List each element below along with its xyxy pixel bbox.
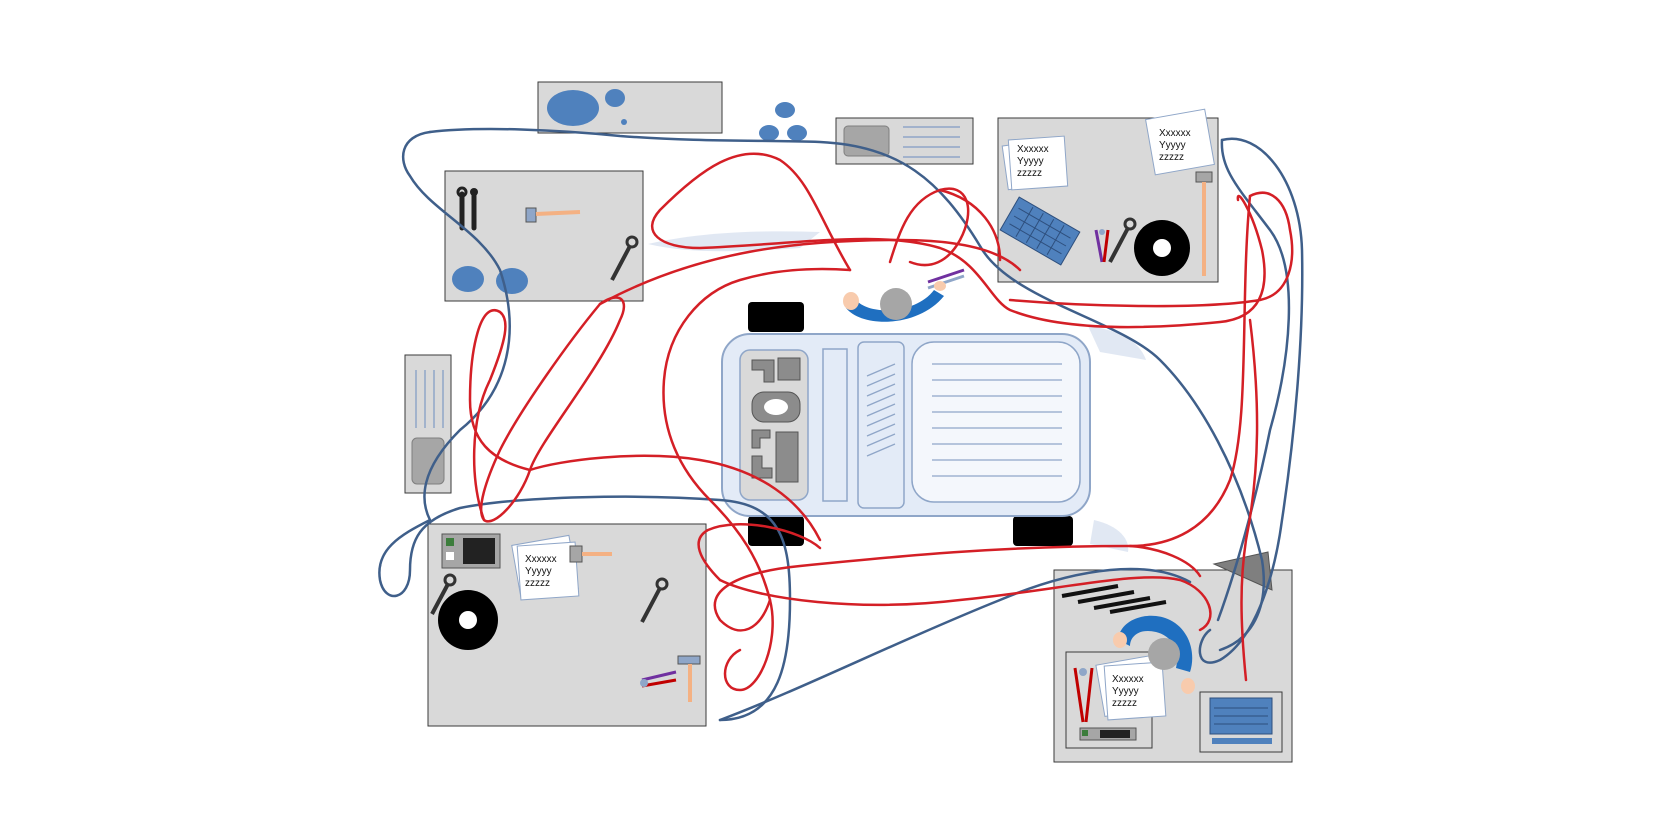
note-line-2: Yyyyy <box>1159 140 1186 151</box>
wheel-icon <box>1013 516 1073 546</box>
engine-compartment <box>739 349 809 501</box>
label-card-top <box>835 117 974 165</box>
workstation-lower-right: Xxxxxx Yyyyy zzzzz <box>1053 551 1293 763</box>
note-line-1: Xxxxxx <box>1017 144 1049 155</box>
tape-roll-icon <box>438 590 498 650</box>
note-line-3: zzzzz <box>1159 152 1184 163</box>
bench-upper-right: Xxxxxx Yyyyy zzzzz Xxxxxx Yyyyy zzzzz <box>997 108 1219 283</box>
note-line-3: zzzzz <box>1017 168 1042 179</box>
pliers-icon <box>640 670 677 688</box>
wrench-icon <box>610 235 639 281</box>
paper-note: Xxxxxx Yyyyy zzzzz <box>1001 135 1069 191</box>
wrench-icon <box>640 577 669 623</box>
paper-note: Xxxxxx Yyyyy zzzzz <box>1095 654 1167 721</box>
red-travel-paths <box>468 152 1294 692</box>
parts-tray-top <box>537 81 723 134</box>
paper-note: Xxxxxx Yyyyy zzzzz <box>1145 108 1215 176</box>
machine-panel-icon <box>441 533 501 569</box>
wrench-icon <box>430 573 457 615</box>
operator-lower-right-icon <box>1113 615 1195 694</box>
wheel-icon <box>748 516 804 546</box>
pliers-icon <box>1073 667 1094 723</box>
hammer-icon <box>1195 171 1213 276</box>
wrench-pair-icon <box>456 186 478 231</box>
laptop-icon <box>1209 697 1273 744</box>
pliers-icon <box>927 268 965 291</box>
wheel-icon <box>748 302 804 332</box>
hammer-icon <box>525 207 581 223</box>
machine-panel-icon <box>1079 727 1137 741</box>
rods-icon <box>1061 584 1167 614</box>
hammer-icon <box>677 655 701 702</box>
note-line-1: Xxxxxx <box>1159 128 1191 139</box>
note-line-2: Yyyyy <box>525 566 552 577</box>
note-line-2: Yyyyy <box>1112 686 1139 697</box>
label-card-left <box>404 354 452 494</box>
note-line-3: zzzzz <box>1112 698 1137 709</box>
hammer-icon <box>569 545 612 563</box>
note-line-2: Yyyyy <box>1017 156 1044 167</box>
seat-hatching <box>866 363 896 457</box>
note-line-1: Xxxxxx <box>525 554 557 565</box>
cargo-bed-lines <box>932 363 1062 477</box>
keyboard-icon <box>999 196 1081 266</box>
note-line-3: zzzzz <box>525 578 550 589</box>
operator-top-icon <box>843 268 965 322</box>
tool-bench-upper-left <box>444 170 644 302</box>
note-line-1: Xxxxxx <box>1112 674 1144 685</box>
loose-parts-cluster <box>759 102 807 141</box>
tape-roll-icon <box>1134 220 1190 276</box>
wrench-icon <box>1108 217 1137 263</box>
paper-note: Xxxxxx Yyyyy zzzzz <box>511 534 580 601</box>
pliers-icon <box>1094 229 1110 263</box>
bench-lower-left: Xxxxxx Yyyyy zzzzz <box>427 523 707 727</box>
vehicle <box>721 302 1091 546</box>
